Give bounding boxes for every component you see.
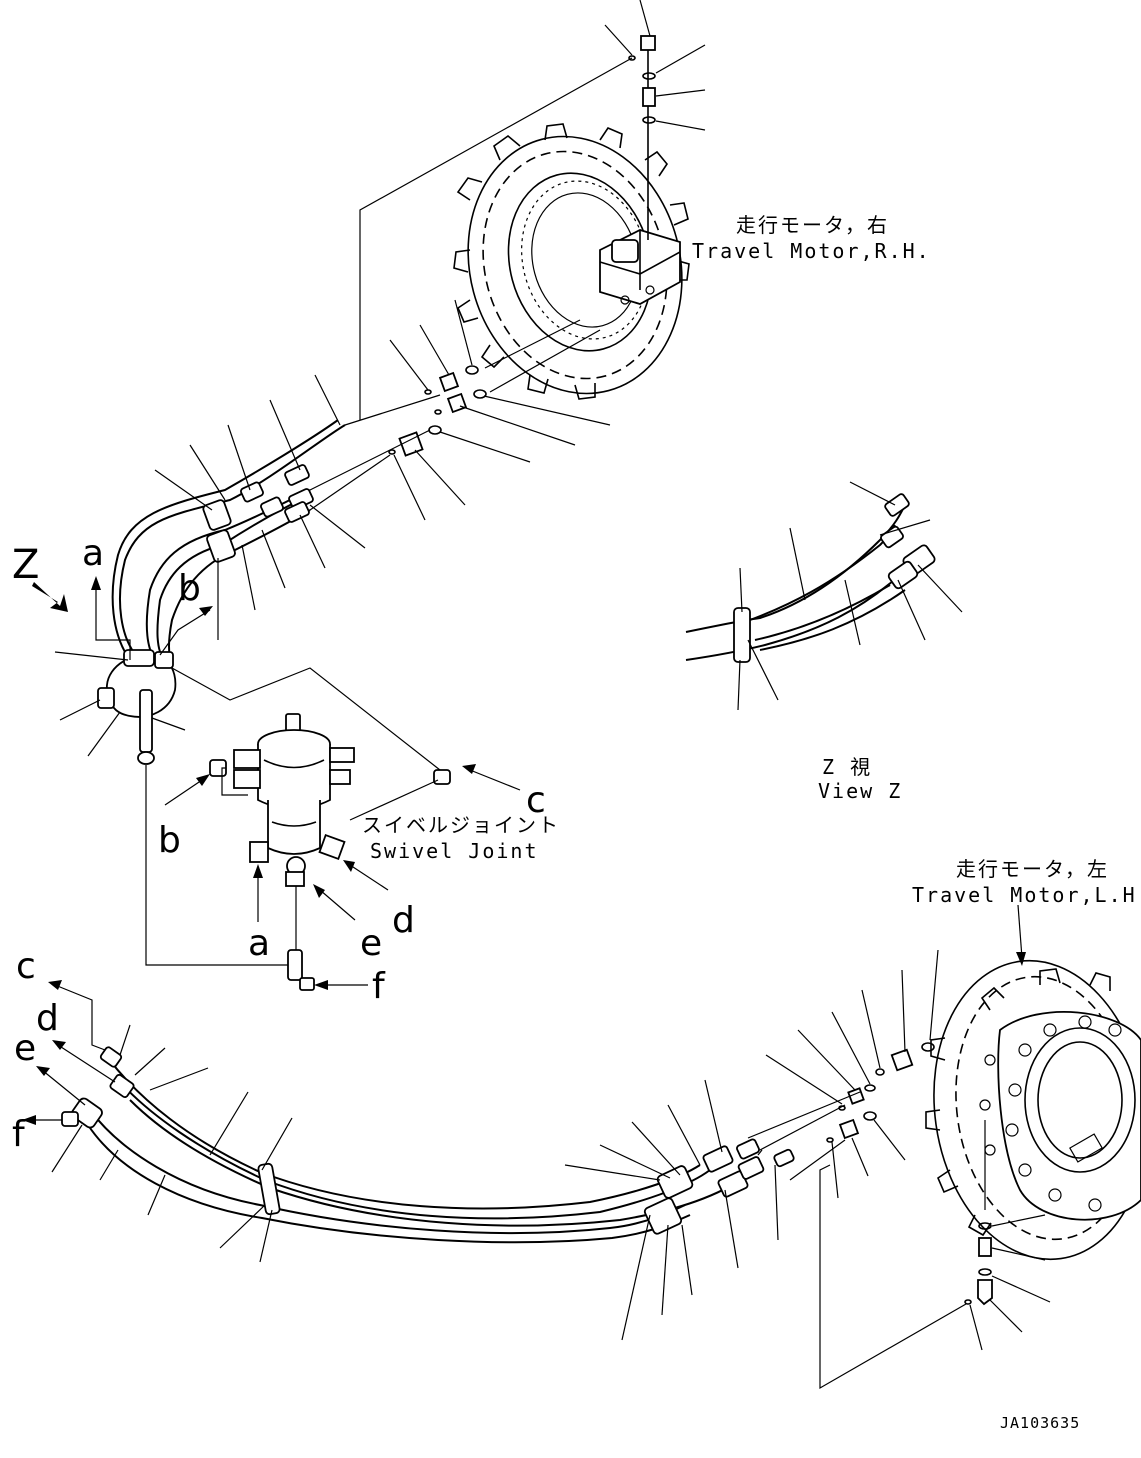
view-arrow-letter: Z <box>12 542 39 588</box>
swivel-joint-jp-label: スイベルジョイント <box>362 813 560 837</box>
letter-f-low: f <box>12 1114 26 1155</box>
leader-to-port-c <box>171 667 441 771</box>
view-z-detail <box>685 481 963 711</box>
rh-port-fittings <box>309 299 611 521</box>
lh-drain-fittings <box>819 1164 1051 1390</box>
leader-rh-drain <box>359 57 633 420</box>
lower-connection-arrows: c d e f <box>12 946 116 1155</box>
travel-motor-rh <box>453 45 690 400</box>
travel-motor-lh-en-label: Travel Motor,L.H. <box>912 883 1141 907</box>
travel-motor-rh-en-label: Travel Motor,R.H. <box>692 239 931 263</box>
view-z-arrow: Z <box>12 542 68 612</box>
letter-e-mid: e <box>360 923 382 964</box>
letter-a-mid: a <box>248 923 270 964</box>
travel-motor-lh-jp-label: 走行モータ，左 <box>956 857 1109 881</box>
lower-hose-bundle <box>51 1024 795 1341</box>
drawing-code: JA103635 <box>1000 1414 1080 1432</box>
upper-hose-bundle <box>54 374 366 765</box>
view-z-en-label: View Z <box>818 779 902 803</box>
travel-motor-rh-jp-label: 走行モータ，右 <box>736 213 889 237</box>
letter-b-mid: b <box>158 820 181 861</box>
letter-d-mid: d <box>392 900 415 941</box>
letter-a-top: a <box>82 533 104 574</box>
letter-d-low: d <box>36 998 59 1039</box>
rh-drain-fittings <box>604 0 706 131</box>
upper-connection-arrows: a b <box>82 533 213 660</box>
letter-c-mid: c <box>526 780 546 821</box>
letter-f-mid: f <box>372 966 386 1007</box>
swivel-connection-arrows: b c a e d f <box>158 764 546 1007</box>
swivel-joint-en-label: Swivel Joint <box>370 839 539 863</box>
view-z-jp-label: Z 視 <box>822 755 872 779</box>
letter-e-low: e <box>14 1028 36 1069</box>
leader-to-port-f <box>145 765 298 966</box>
letter-c-low: c <box>16 946 36 987</box>
swivel-joint <box>209 713 451 991</box>
letter-b-top: b <box>178 568 201 609</box>
lh-port-fittings <box>747 949 939 1199</box>
travel-motor-lh <box>925 959 1141 1261</box>
